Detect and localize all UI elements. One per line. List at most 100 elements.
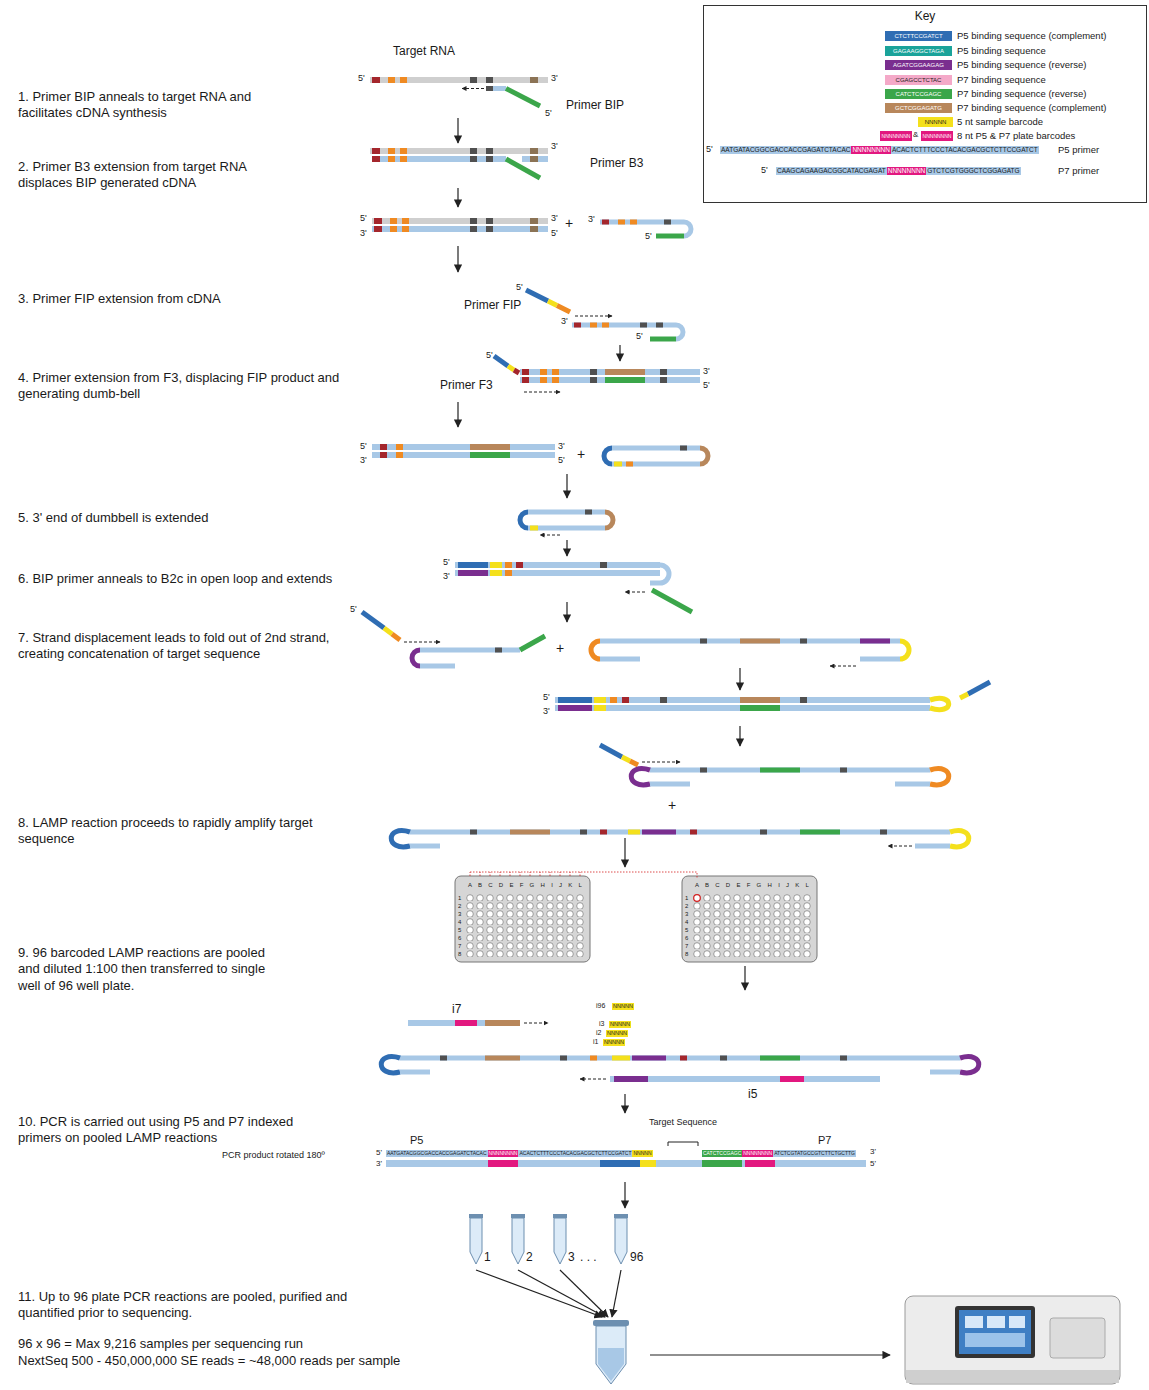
primer-fip-extension [548,301,557,306]
strand-displacement [830,666,856,667]
step-arrow [457,188,458,207]
primer-f3-extension [552,377,559,383]
lamp-strand [628,830,640,835]
displaced-products [486,226,493,232]
primer-fip-extension [575,316,612,317]
sample-tube [470,1218,482,1264]
sequencer [1009,1316,1025,1328]
step-arrow [739,668,740,690]
dumbbell [605,512,613,528]
swatch-sequence: NNNNNNNN [921,131,953,141]
displaced-products [372,218,691,236]
concatenated-duplex [610,697,617,703]
indexed-pcr [381,1020,979,1082]
step-arrow [624,1094,625,1113]
step-description: 96 x 96 = Max 9,216 samples per sequenci… [18,1336,303,1352]
sequence-segment: NNNNNNNN [887,167,927,175]
sequencer [987,1316,1005,1328]
well-plate [692,893,812,957]
bip-annealing [650,565,669,583]
strand-displacement [600,657,640,662]
bip-annealing [600,562,607,568]
primer-fip-extension [574,323,581,328]
lamp-strand [930,769,949,785]
lamp-strand [650,768,930,773]
step-arrow [624,1182,625,1208]
sequence-segment: NNNNN [632,1150,652,1157]
end-marker: 3' [561,316,568,327]
lamp-strand [410,844,440,849]
plus-sign: + [565,215,573,232]
lamp-strand [700,768,707,773]
bip-annealing [455,570,660,576]
displaced-products [390,226,397,232]
primer-fip-extension [572,325,683,339]
legend-text: 8 nt P5 & P7 plate barcodes [957,131,1075,141]
sequence-segment: AATGATACGGCGACCACCGAGATCTACAC [720,146,851,154]
legend-text: P5 primer [1058,145,1099,155]
strand-displacement [900,641,909,659]
step-description: 2. Primer B3 extension from target RNA d… [18,159,300,192]
displaced-products [486,218,493,224]
strand-displacement [860,639,890,644]
dumbbell-products [396,444,403,450]
target-rna [370,77,548,106]
lamp-strand [510,830,550,835]
lamp-strand [800,830,840,835]
sequence-segment: NNNNNNNN [742,1150,773,1157]
step-description: 10. PCR is carried out using P5 and P7 i… [18,1114,338,1147]
indexed-pcr [610,1076,880,1082]
concatenated-duplex [558,697,592,703]
sequencer [905,1296,1120,1384]
sequence-segment: CAAGCAGAAGACGGCATACGAGAT [776,167,887,175]
dumbbell-products [626,462,633,467]
step-arrow [566,602,567,622]
step-arrow [566,540,567,556]
indexed-pcr [760,1056,800,1061]
lamp-strand [580,830,587,835]
end-marker: 3' [551,213,558,224]
legend-text: P7 binding sequence [957,75,1046,85]
rna-cdna-duplex [372,148,380,154]
bip-annealing [516,562,523,568]
concatenated-duplex [930,698,949,709]
displaced-products [374,218,382,224]
lamp-strand [888,846,912,847]
target-rna [470,77,477,83]
end-marker: 5' [706,144,713,155]
step-arrow [458,118,745,1208]
dumbbell [585,510,592,515]
strand-displacement [860,657,900,662]
sequence-segment: NNNNNNNN [851,146,891,154]
concatenated-duplex [622,697,629,703]
plate-row-numbers: 1 2 3 4 5 6 7 8 [685,894,690,958]
primer-fip-extension [656,323,663,328]
dumbbell-products [380,452,387,458]
strand-displacement [420,664,455,669]
strand-displacement [600,639,900,644]
displaced-products [470,218,477,224]
primer-f3-extension [522,377,529,383]
legend-text: P5 binding sequence [957,46,1046,56]
lamp-strand [950,831,969,847]
end-marker: 5' [350,604,357,615]
sequencer [1050,1318,1105,1358]
target-rna [486,77,493,83]
pcr-product [668,1142,698,1146]
indexed-pcr [720,1056,727,1061]
lamp-strand [391,745,969,847]
concatenated-duplex [800,697,807,703]
end-marker: 3' [376,1159,382,1169]
primer-f3-extension [514,370,519,373]
sample-tube [476,1270,602,1317]
displaced-products [618,220,625,225]
rna-cdna-duplex [486,148,493,154]
concatenated-duplex [740,705,780,711]
strand-displacement [740,639,780,644]
lamp-strand [690,830,697,835]
primer-f3-extension [660,369,667,375]
target-label: Target Sequence [648,1117,718,1128]
displaced-products [402,226,409,232]
pcr-product [702,1160,742,1167]
dumbbell-products [612,446,700,451]
